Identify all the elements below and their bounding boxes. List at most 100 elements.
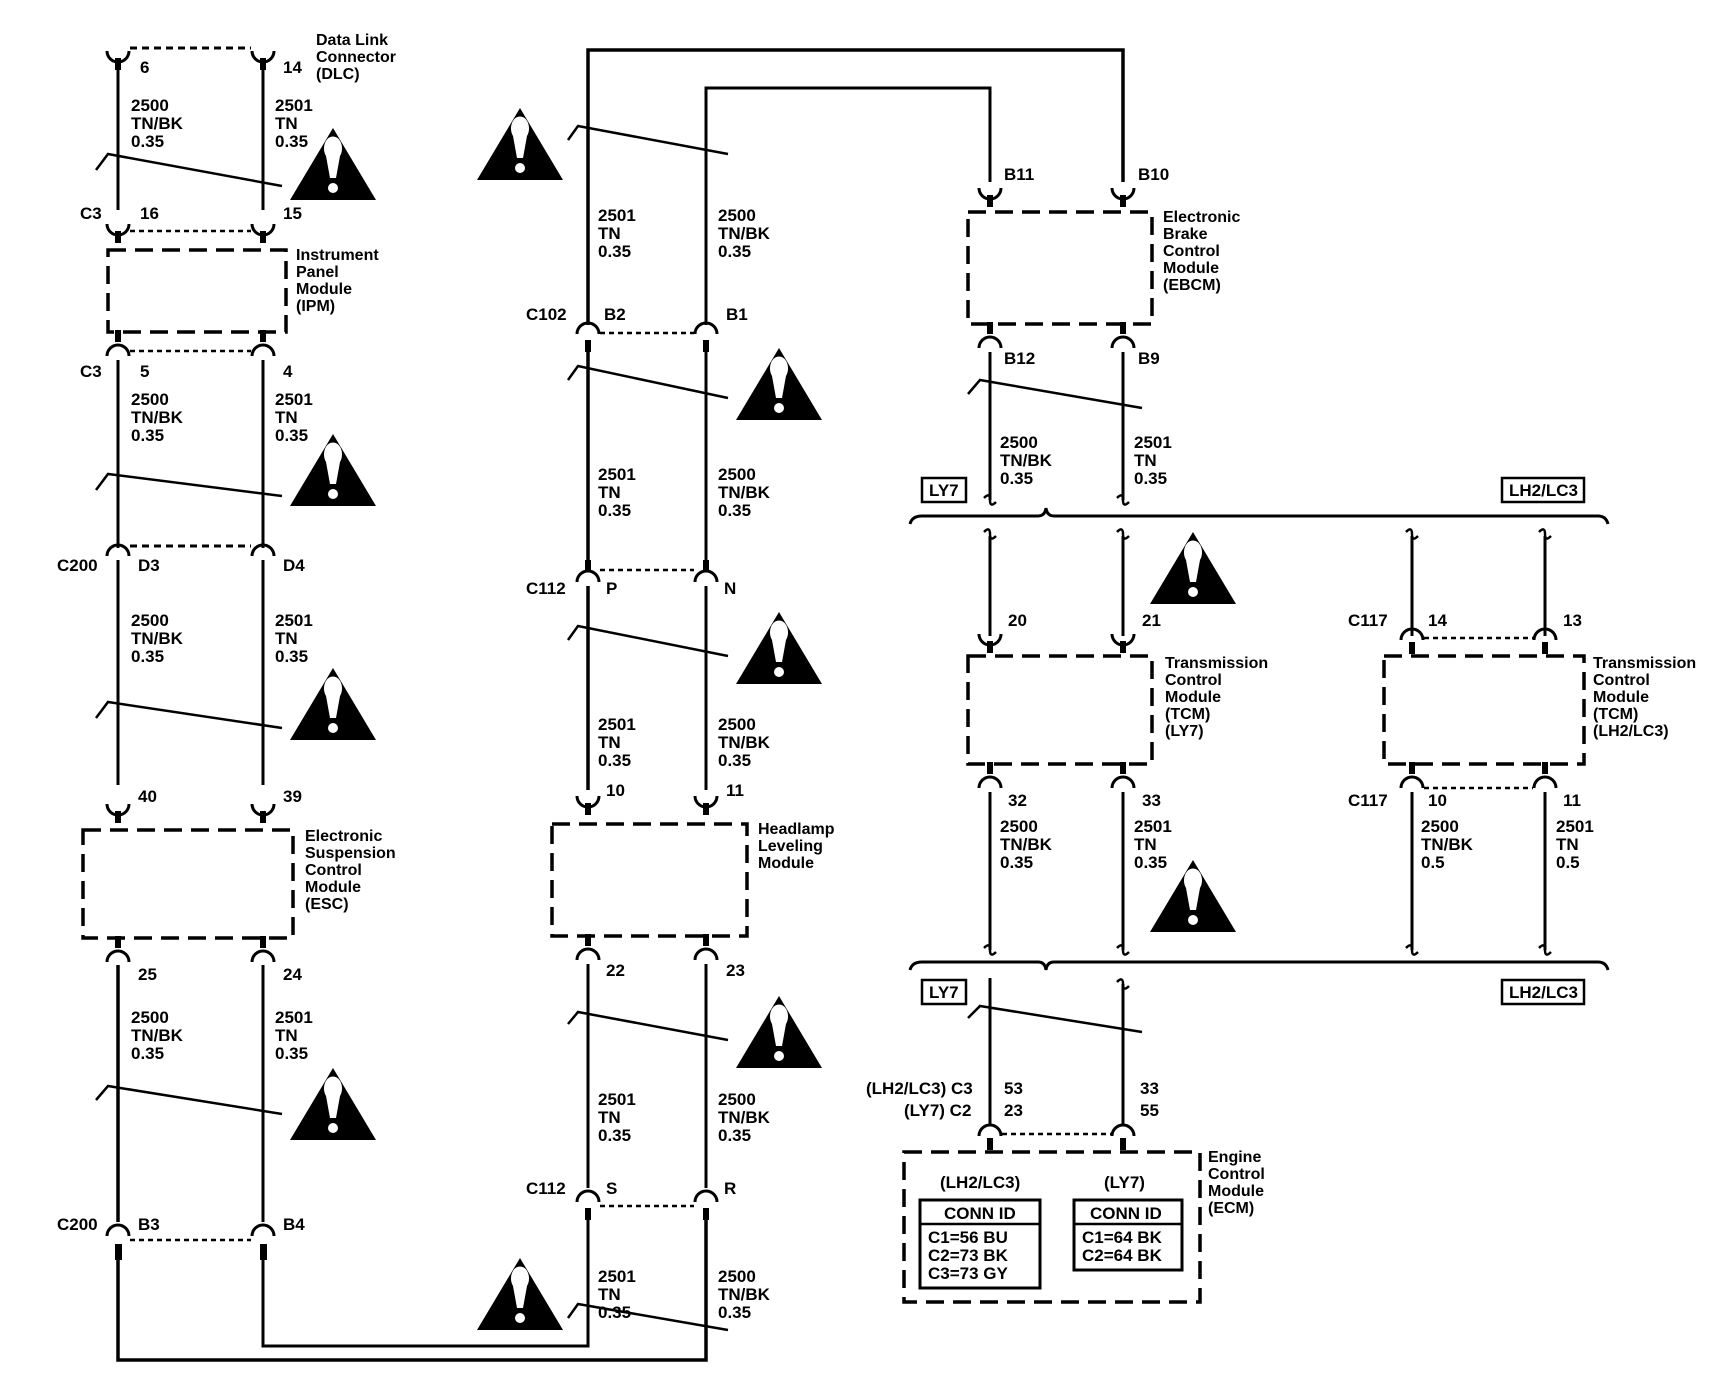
connector-label: C112 xyxy=(526,1179,566,1198)
wire-color: TN xyxy=(1134,451,1157,470)
pin-label: 11 xyxy=(726,781,744,800)
pin-label: 10 xyxy=(1428,791,1447,810)
pin-label: 22 xyxy=(606,961,625,980)
wire-circuit: 2500 xyxy=(718,1090,756,1109)
wire-color: TN xyxy=(598,733,621,752)
pin-label: 53 xyxy=(1004,1079,1023,1098)
pin-label: 6 xyxy=(140,58,149,77)
option-tag-label: LH2/LC3 xyxy=(1509,983,1578,1002)
hlm-name-line: Leveling xyxy=(758,838,823,855)
ecm-name-line: Control xyxy=(1208,1166,1265,1183)
option-tag xyxy=(1500,476,1586,504)
wire-circuit: 2501 xyxy=(1134,817,1172,836)
pin-label: 33 xyxy=(1140,1079,1159,1098)
wire-color: TN xyxy=(598,224,621,243)
pin-label: 14 xyxy=(1428,611,1447,630)
wire-circuit: 2501 xyxy=(275,1008,313,1027)
wire-circuit: 2500 xyxy=(131,1008,169,1027)
wire-circuit: 2500 xyxy=(1000,433,1038,452)
pin-label: B11 xyxy=(1004,165,1034,184)
ecm-name-line: Module xyxy=(1208,1183,1264,1200)
wire-circuit: 2500 xyxy=(718,715,756,734)
wire-size: 0.35 xyxy=(718,751,751,770)
wire-size: 0.35 xyxy=(598,242,631,261)
tcm-lh2-name-line: (LH2/LC3) xyxy=(1593,723,1669,740)
esc-name-line: Module xyxy=(305,879,361,896)
wire-color: TN xyxy=(598,1285,621,1304)
tcm-lh2-name-line: Control xyxy=(1593,672,1650,689)
wire-size: 0.5 xyxy=(1421,853,1445,872)
wire-circuit: 2500 xyxy=(131,390,169,409)
pin-label: 23 xyxy=(1004,1101,1023,1120)
pin-label: B12 xyxy=(1004,349,1035,368)
wire-size: 0.35 xyxy=(275,426,308,445)
wire-size: 0.35 xyxy=(598,1126,631,1145)
wire-color: TN/BK xyxy=(131,629,184,648)
caution-icon xyxy=(736,348,822,420)
option-tag-label: LY7 xyxy=(929,481,959,500)
pin-label: N xyxy=(724,579,736,598)
ecm-lh2-row: C1=56 BU xyxy=(928,1228,1008,1247)
wire-size: 0.35 xyxy=(598,501,631,520)
connector-label: C200 xyxy=(57,556,98,575)
wire-color: TN/BK xyxy=(1421,835,1474,854)
ecm-lh2-title: (LH2/LC3) xyxy=(940,1173,1020,1192)
wire-size: 0.35 xyxy=(131,132,164,151)
pin-label: 40 xyxy=(138,787,157,806)
wire-color: TN xyxy=(1556,835,1579,854)
wire-color: TN/BK xyxy=(1000,451,1053,470)
tcm-lh2-name-line: Transmission xyxy=(1593,655,1696,672)
option-tag xyxy=(920,978,968,1006)
pin-label: 24 xyxy=(283,965,302,984)
connector-label: C3 xyxy=(80,204,102,223)
wire-size: 0.35 xyxy=(1134,853,1167,872)
wire-size: 0.5 xyxy=(1556,853,1580,872)
wire-size: 0.35 xyxy=(718,242,751,261)
connector-label: C112 xyxy=(526,579,566,598)
connector-label: (LY7) C2 xyxy=(904,1101,971,1120)
wire-color: TN xyxy=(275,1026,298,1045)
wire-circuit: 2501 xyxy=(598,1267,636,1286)
wire-color: TN xyxy=(275,629,298,648)
wire-color: TN/BK xyxy=(1000,835,1053,854)
pin-label: P xyxy=(606,579,617,598)
wire-circuit: 2501 xyxy=(598,465,636,484)
caution-icon xyxy=(736,612,822,684)
caution-icon xyxy=(477,108,563,180)
wire-color: TN xyxy=(598,483,621,502)
wire-size: 0.35 xyxy=(718,1303,751,1322)
dlc-name-line: (DLC) xyxy=(316,66,360,83)
wire-circuit: 2500 xyxy=(131,96,169,115)
wire-size: 0.35 xyxy=(1000,469,1033,488)
caution-icon xyxy=(290,1068,376,1140)
left-circuit: 6 14 Data Link Connector (DLC) 2500 TN/B… xyxy=(57,32,708,1362)
option-tag-label: LH2/LC3 xyxy=(1509,481,1578,500)
wire-circuit: 2501 xyxy=(598,1090,636,1109)
wire-color: TN xyxy=(275,408,298,427)
dlc-name-line: Connector xyxy=(316,49,396,66)
wire-color: TN/BK xyxy=(718,1108,771,1127)
ebcm-name-line: Brake xyxy=(1163,226,1208,243)
pin-label: 33 xyxy=(1142,791,1161,810)
ebcm-name-line: (EBCM) xyxy=(1163,277,1221,294)
wire-color: TN/BK xyxy=(718,1285,771,1304)
pin-label: 13 xyxy=(1563,611,1582,630)
pin-label: B3 xyxy=(138,1215,160,1234)
ipm-name-line: Module xyxy=(296,281,352,298)
wire-color: TN/BK xyxy=(131,408,184,427)
wire-circuit: 2500 xyxy=(718,206,756,225)
caution-icon xyxy=(736,996,822,1068)
wire-color: TN/BK xyxy=(718,733,771,752)
pin-label: 15 xyxy=(283,204,302,223)
tcm-lh2-name-line: (TCM) xyxy=(1593,706,1638,723)
wire-size: 0.35 xyxy=(131,426,164,445)
ipm-name-line: (IPM) xyxy=(296,298,335,315)
esc-name-line: Control xyxy=(305,862,362,879)
ecm-ly7-title: (LY7) xyxy=(1104,1173,1145,1192)
pin-label: 10 xyxy=(606,781,625,800)
wire-circuit: 2500 xyxy=(131,611,169,630)
pin-label: 5 xyxy=(140,362,149,381)
pin-label: 16 xyxy=(140,204,159,223)
